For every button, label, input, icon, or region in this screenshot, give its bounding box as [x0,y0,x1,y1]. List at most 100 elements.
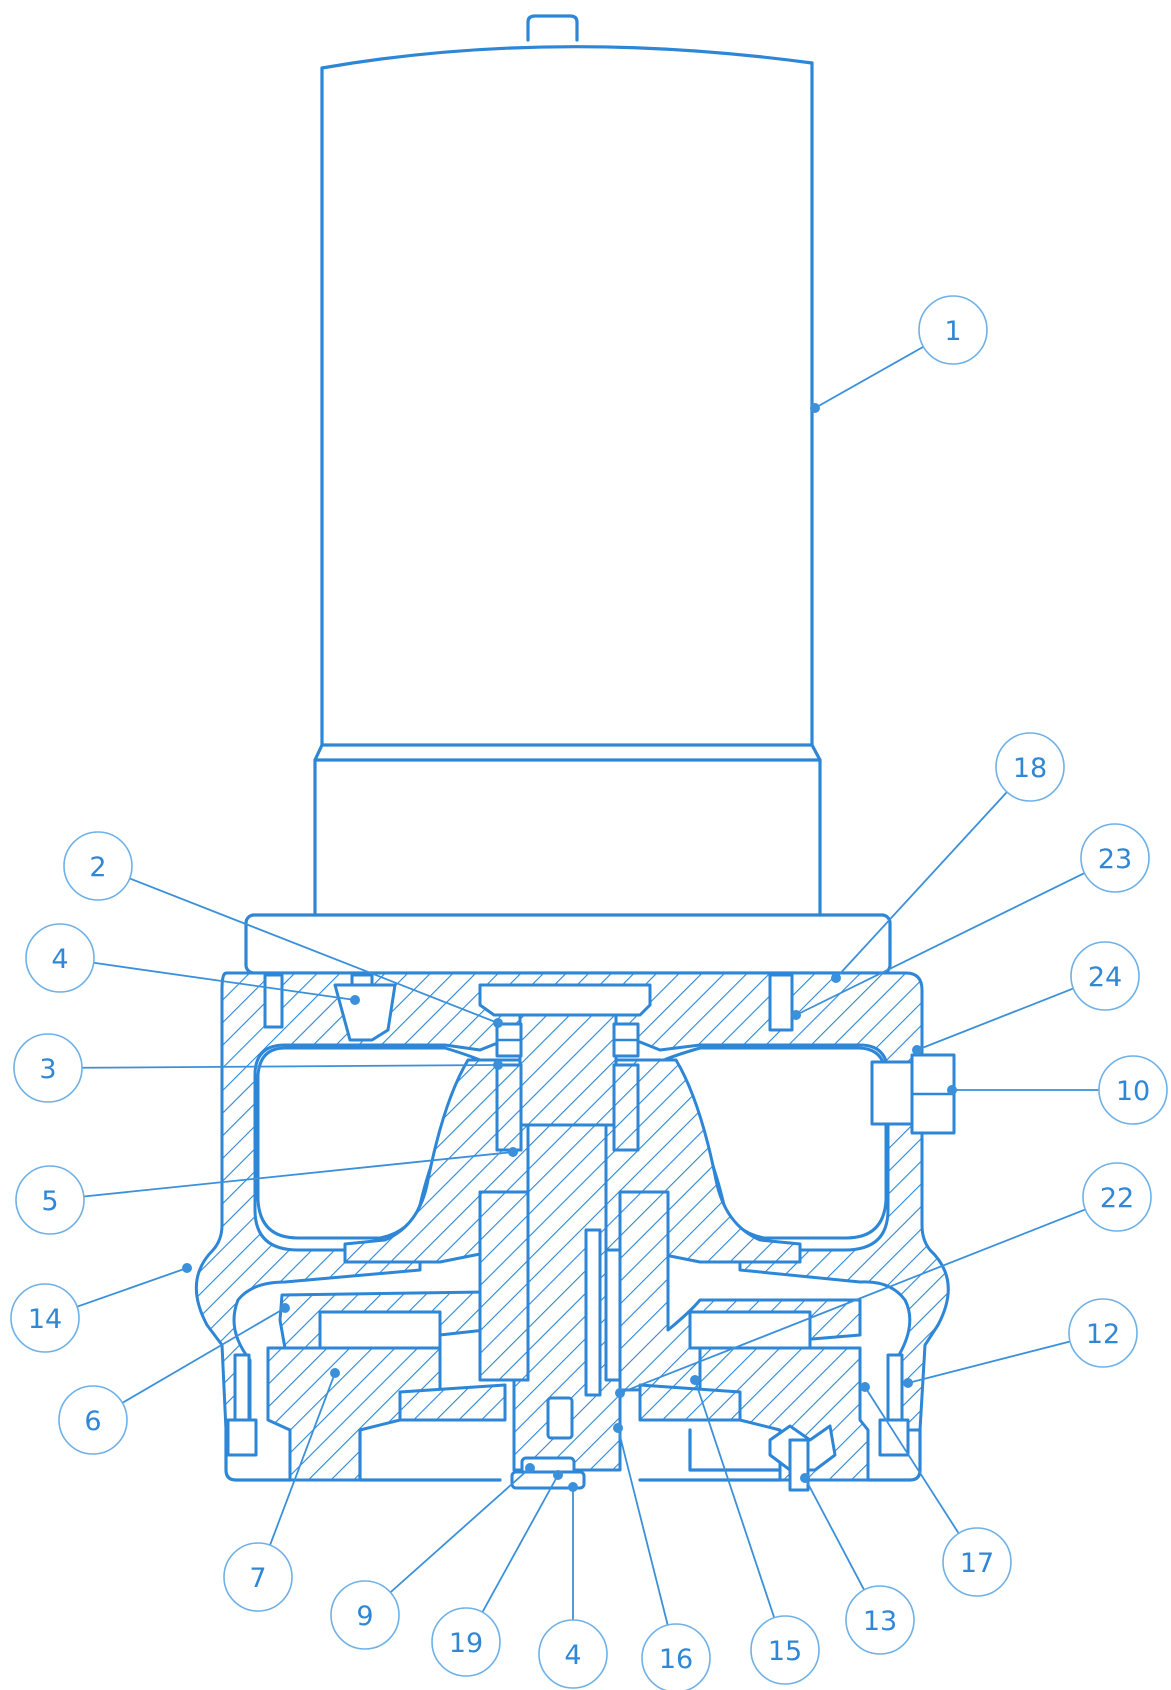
leader-dot [493,1060,503,1070]
leader-dot [912,1045,922,1055]
leader-line [93,961,356,1001]
leader-dot [860,1382,870,1392]
callout-3: 3 [13,1033,503,1103]
leader-line [864,1386,960,1534]
callout-label: 3 [39,1054,56,1085]
callout-7: 7 [223,1368,340,1612]
callout-bubble [1068,1298,1138,1368]
callout-label: 6 [84,1406,101,1437]
leader-dot [525,1463,535,1473]
leader-dot [791,1010,801,1020]
leader-line [129,877,499,1024]
leader-dot [493,1018,503,1028]
callout-label: 1 [944,316,961,347]
callout-label: 9 [356,1601,373,1632]
callout-bubble [918,295,988,365]
callout-16: 16 [613,1423,711,1690]
callout-bubble [10,1283,80,1353]
leader-dot [613,1423,623,1433]
callout-label: 5 [41,1186,58,1217]
leader-line [389,1467,531,1594]
callout-label: 13 [863,1606,897,1637]
callout-bubble [995,732,1065,802]
leader-dot [568,1482,578,1492]
leader-dot [182,1263,192,1273]
callout-label: 10 [1116,1076,1150,1107]
leader-line [76,1267,188,1308]
callout-bubble [58,1385,128,1455]
callout-1: 1 [810,295,988,413]
callout-bubble [223,1542,293,1612]
leader-line [121,1307,286,1404]
callout-label: 4 [51,944,68,975]
callout-bubble [1070,941,1140,1011]
callout-2: 2 [63,831,503,1028]
callout-label: 14 [28,1304,62,1335]
callout-bubble [1082,1162,1152,1232]
callout-label: 22 [1100,1183,1134,1214]
leader-line [804,1477,865,1591]
callout-18: 18 [831,732,1065,983]
mounting-flange [244,913,892,975]
leader-dot [800,1473,810,1483]
lower-cover [224,1346,922,1482]
leader-dot [615,1388,625,1398]
leader-line [481,1474,559,1613]
callout-bubble [1080,823,1150,893]
callout-22: 22 [615,1162,1152,1398]
callout-4: 4 [538,1482,608,1689]
leader-line [81,1064,499,1069]
leader-line [835,791,1008,979]
callout-24: 24 [912,941,1140,1055]
callout-4: 4 [25,923,360,1005]
callout-19: 19 [431,1470,563,1677]
callout-bubble [13,1033,83,1103]
callout-label: 18 [1013,753,1047,784]
leader-line [83,1151,514,1198]
adapter-plate [263,973,794,1042]
leader-line [617,1427,669,1626]
callout-bubble [750,1615,820,1685]
callout-label: 7 [249,1563,266,1594]
callout-bubble [942,1527,1012,1597]
leader-line [795,872,1085,1016]
callout-6: 6 [58,1303,290,1455]
callout-label: 2 [89,852,106,883]
callout-10: 10 [947,1055,1168,1125]
bushings [495,1022,640,1152]
callout-bubble [1098,1055,1168,1125]
callout-bubble [330,1580,400,1650]
callout-label: 19 [449,1628,483,1659]
callout-bubble [538,1619,608,1689]
callout-bubble [431,1607,501,1677]
leader-dot [350,995,360,1005]
callout-label: 17 [960,1548,994,1579]
drive-shaft [512,1013,622,1472]
leader-dot [903,1378,913,1388]
callout-label: 23 [1098,844,1132,875]
leader-dot [947,1085,957,1095]
callout-label: 24 [1088,962,1122,993]
leader-dot [553,1470,563,1480]
callout-bubble [845,1585,915,1655]
callout-label: 16 [659,1644,693,1675]
callout-bubble [63,831,133,901]
leader-dot [508,1147,518,1157]
leader-dot [280,1303,290,1313]
leader-dot [690,1375,700,1385]
leader-line [916,987,1074,1051]
callout-bubble [25,923,95,993]
leader-line [694,1379,776,1619]
callout-9: 9 [330,1463,535,1650]
leader-dot [330,1368,340,1378]
leader-line [269,1372,336,1546]
callout-14: 14 [10,1263,192,1353]
callout-label: 12 [1086,1319,1120,1350]
drain-plug [870,1053,956,1135]
leader-line [907,1340,1071,1384]
callout-12: 12 [903,1298,1138,1388]
leader-line [619,1208,1086,1394]
callout-bubble [15,1165,85,1235]
